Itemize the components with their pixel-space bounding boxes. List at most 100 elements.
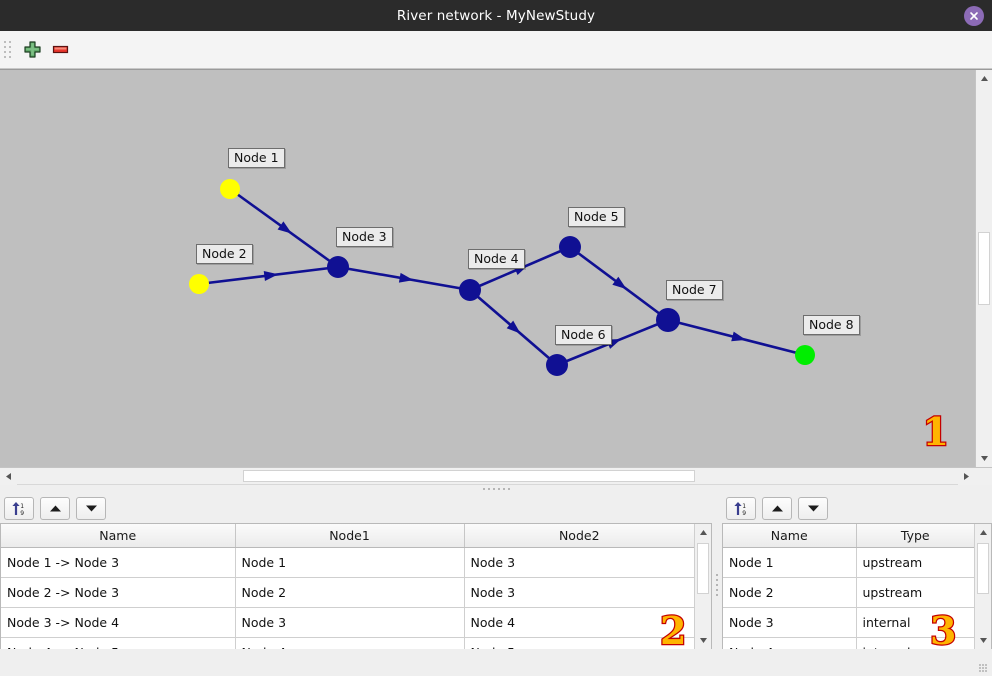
node-label[interactable]: Node 4 (468, 249, 525, 269)
table-cell[interactable]: Node 3 (464, 577, 694, 608)
table-cell[interactable]: upstream (856, 577, 974, 608)
nodes-vertical-scrollbar[interactable] (974, 524, 991, 649)
nodes-vscroll-track[interactable] (975, 541, 991, 632)
table-cell[interactable]: Node 2 -> Node 3 (1, 577, 236, 608)
nodes-scroll-down-arrow-icon[interactable] (975, 632, 991, 649)
scroll-up-arrow-icon[interactable] (976, 70, 992, 87)
table-cell[interactable]: upstream (856, 547, 974, 578)
scroll-right-arrow-icon[interactable] (958, 468, 975, 485)
network-node[interactable] (189, 274, 209, 294)
table-cell[interactable]: internal (856, 607, 974, 638)
table-cell[interactable]: Node 1 (235, 547, 465, 578)
sort-ascending-icon[interactable]: 1 9 (4, 496, 34, 520)
canvas-vscroll-thumb[interactable] (978, 232, 990, 305)
arrow-down-icon[interactable] (76, 496, 106, 520)
green-plus-icon[interactable] (18, 36, 46, 64)
red-minus-icon[interactable] (46, 36, 74, 64)
network-node[interactable] (327, 256, 349, 278)
main-toolbar (0, 31, 992, 69)
nodes-sort-ascending-icon[interactable]: 1 9 (726, 496, 756, 520)
network-edge-arrow (398, 272, 414, 283)
node-label[interactable]: Node 7 (666, 280, 723, 300)
reaches-vscroll-thumb[interactable] (697, 543, 709, 594)
network-canvas-area: Node 1 Node 2 Node 3 Node 4 Node 5 Node 6 Node… (0, 69, 992, 467)
node-label[interactable]: Node 8 (803, 315, 860, 335)
table-row[interactable]: Node 4internal (723, 637, 974, 649)
vsplitter-grip (716, 573, 718, 596)
nodes-vscroll-thumb[interactable] (977, 543, 989, 594)
network-edges (189, 179, 815, 376)
network-node[interactable] (559, 236, 581, 258)
reaches-vertical-scrollbar[interactable] (694, 524, 711, 649)
network-edge-arrow (277, 221, 292, 234)
toolbar-drag-handle[interactable] (3, 39, 12, 61)
table-cell[interactable]: Node 3 -> Node 4 (1, 607, 236, 638)
table-cell[interactable]: Node 2 (235, 577, 465, 608)
scrollbar-corner (975, 468, 992, 485)
network-diagram[interactable]: Node 1 Node 2 Node 3 Node 4 Node 5 Node 6 Node… (0, 70, 975, 467)
network-node[interactable] (546, 354, 568, 376)
canvas-vscroll-track[interactable] (976, 87, 992, 450)
table-cell[interactable]: Node 2 (723, 577, 857, 608)
node-label[interactable]: Node 6 (555, 325, 612, 345)
splitter-grip (482, 488, 510, 490)
canvas-hscroll-track[interactable] (17, 468, 958, 484)
column-header[interactable]: Node1 (235, 524, 465, 548)
node-label[interactable]: Node 1 (228, 148, 285, 168)
table-cell[interactable]: Node 4 (235, 637, 465, 649)
table-cell[interactable]: internal (856, 637, 974, 649)
scroll-down-arrow-icon[interactable] (976, 450, 992, 467)
vertical-splitter[interactable] (712, 493, 722, 676)
canvas-horizontal-scrollbar[interactable] (0, 467, 992, 485)
table-cell[interactable]: Node 3 (235, 607, 465, 638)
nodes-arrow-up-icon[interactable] (762, 496, 792, 520)
table-cell[interactable]: Node 4 -> Node 5 (1, 637, 236, 649)
window-resize-grip[interactable] (979, 664, 988, 673)
network-node[interactable] (656, 308, 680, 332)
table-cell[interactable]: Node 1 (723, 547, 857, 578)
column-header[interactable]: Name (723, 524, 857, 548)
horizontal-splitter[interactable] (0, 484, 992, 493)
svg-text:9: 9 (20, 510, 24, 516)
node-label[interactable]: Node 5 (568, 207, 625, 227)
table-cell[interactable]: Node 3 (723, 607, 857, 638)
reaches-scroll-down-arrow-icon[interactable] (695, 632, 711, 649)
column-header[interactable]: Name (1, 524, 236, 548)
table-cell[interactable]: Node 3 (464, 547, 694, 578)
scroll-left-arrow-icon[interactable] (0, 468, 17, 485)
canvas-hscroll-thumb[interactable] (242, 470, 695, 482)
close-icon[interactable] (964, 5, 984, 26)
column-header[interactable]: Node2 (464, 524, 694, 548)
column-header[interactable]: Type (856, 524, 974, 548)
nodes-arrow-down-icon[interactable] (798, 496, 828, 520)
network-node[interactable] (459, 279, 481, 301)
node-label[interactable]: Node 3 (336, 227, 393, 247)
nodes-scroll-up-arrow-icon[interactable] (975, 524, 991, 541)
table-cell[interactable]: Node 4 (723, 637, 857, 649)
canvas-vertical-scrollbar[interactable] (975, 70, 992, 467)
table-cell[interactable]: Node 4 (464, 607, 694, 638)
arrow-up-icon[interactable] (40, 496, 70, 520)
reaches-scroll-up-arrow-icon[interactable] (695, 524, 711, 541)
network-node[interactable] (220, 179, 240, 199)
table-cell[interactable]: Node 5 (464, 637, 694, 649)
reaches-vscroll-track[interactable] (695, 541, 711, 632)
table-cell[interactable]: Node 1 -> Node 3 (1, 547, 236, 578)
node-label[interactable]: Node 2 (196, 244, 253, 264)
network-node[interactable] (795, 345, 815, 365)
